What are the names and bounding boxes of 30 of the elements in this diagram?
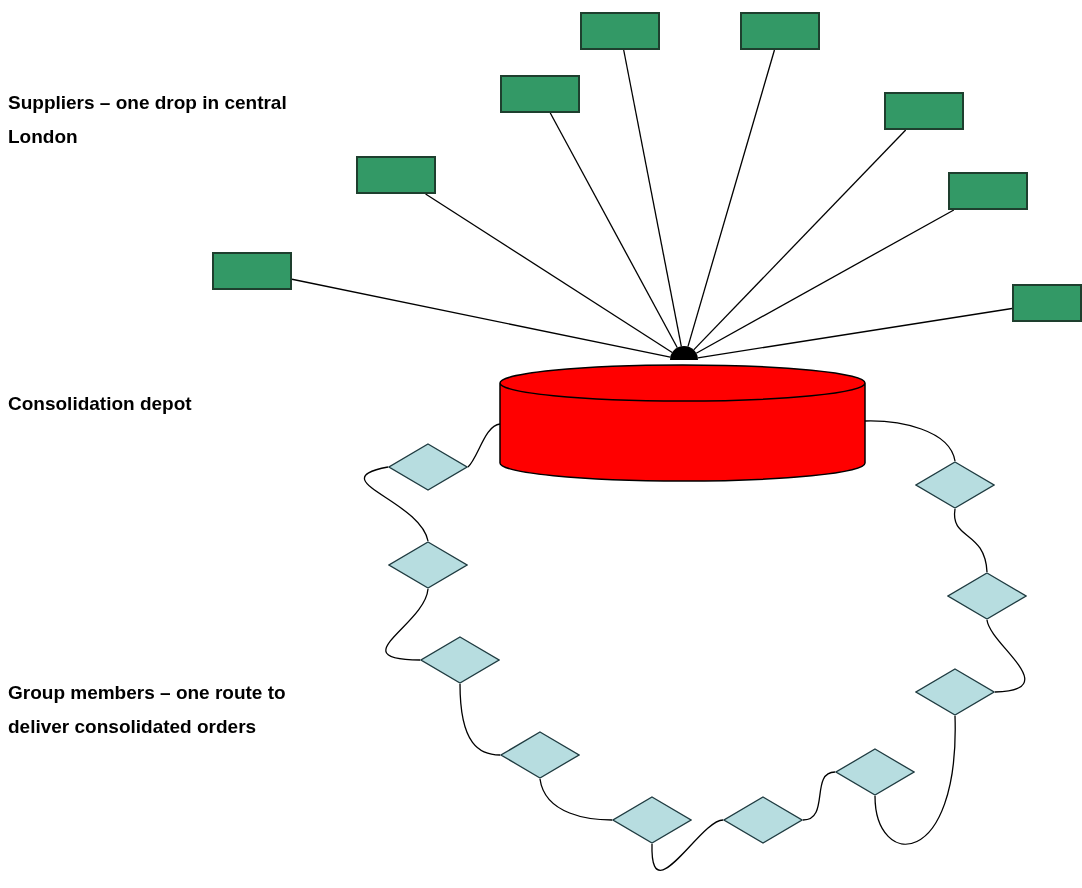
route-line — [385, 588, 429, 661]
supplier-box — [948, 172, 1028, 210]
supplier-box — [740, 12, 820, 50]
caption-text: Consolidation depot — [8, 392, 193, 416]
supplier-box — [500, 75, 580, 113]
supplier-box — [212, 252, 292, 290]
supplier-line — [623, 49, 682, 347]
route-line — [539, 778, 613, 821]
supplier-line — [697, 307, 1013, 359]
supplier-box — [580, 12, 660, 50]
supplier-box — [1012, 284, 1082, 322]
supplier-line — [291, 278, 671, 358]
route-line — [459, 683, 501, 756]
supplier-line — [424, 193, 673, 354]
route-line — [986, 619, 1026, 693]
supplier-line — [695, 209, 955, 354]
route-line — [874, 715, 956, 845]
supplier-box — [884, 92, 964, 130]
route-line — [953, 508, 988, 573]
route-line — [363, 466, 429, 542]
caption-text: Group members – one route to deliver consolidated orders — [8, 681, 287, 739]
route-line — [802, 771, 836, 821]
route-line — [864, 420, 956, 462]
route-line — [651, 819, 724, 871]
supplier-box — [356, 156, 436, 194]
supplier-line — [549, 112, 678, 349]
supplier-line — [693, 129, 907, 351]
supplier-line — [687, 49, 776, 348]
caption-text: Suppliers – one drop in central London — [8, 91, 288, 149]
route-line — [467, 423, 501, 468]
